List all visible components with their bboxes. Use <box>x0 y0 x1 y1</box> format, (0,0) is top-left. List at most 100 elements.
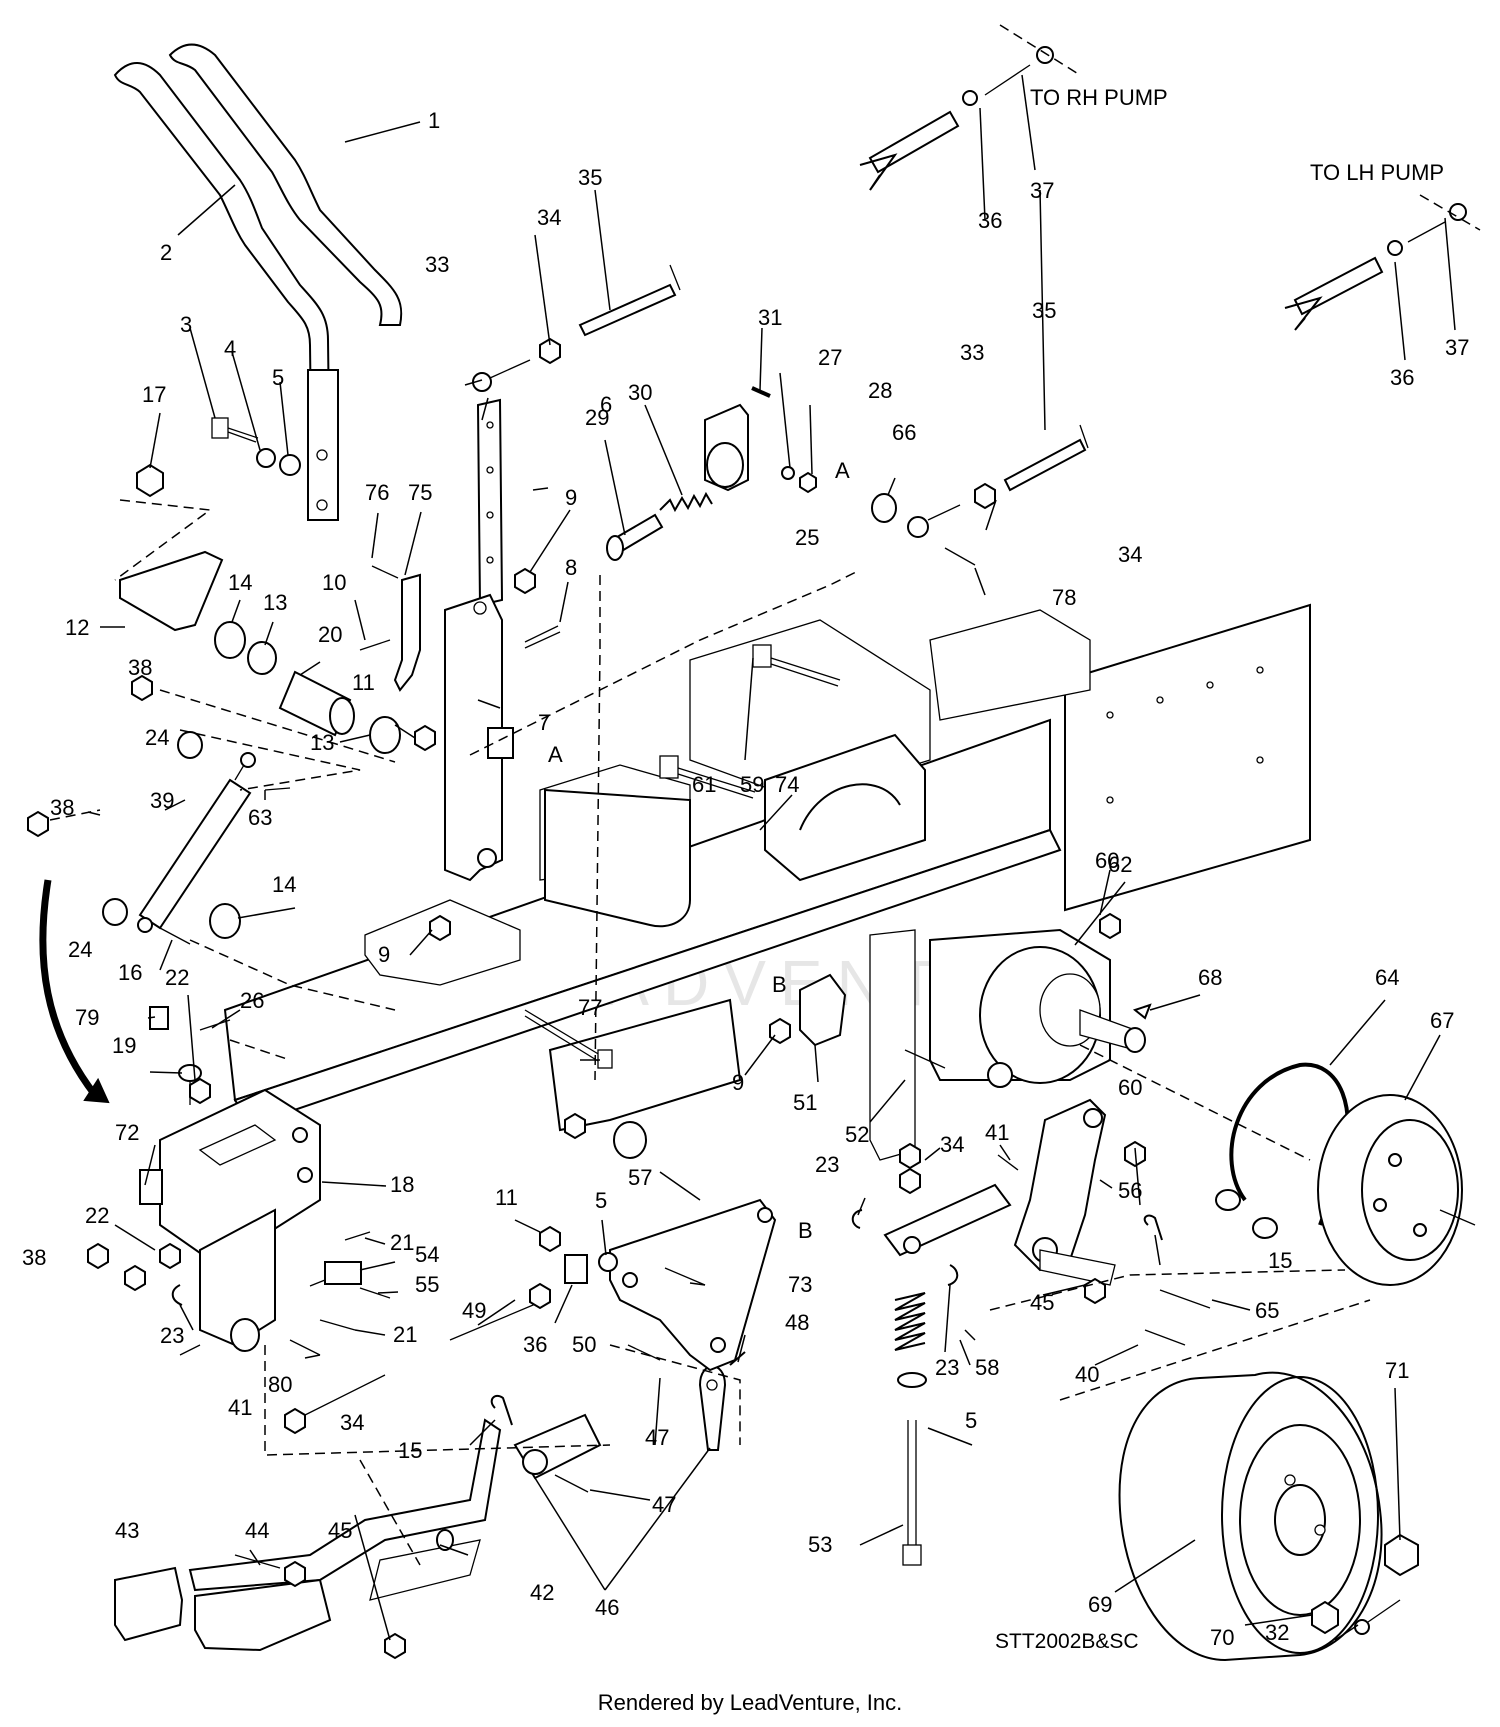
callout-73: 73 <box>788 1272 812 1297</box>
nut-38-top <box>131 674 153 702</box>
callout-22a: 22 <box>165 965 189 990</box>
callout-23b: 23 <box>815 1152 839 1177</box>
callout-52: 52 <box>845 1122 869 1147</box>
callout-12: 12 <box>65 615 89 640</box>
callout-76: 76 <box>365 480 389 505</box>
callout-36b: 36 <box>1390 365 1414 390</box>
main-frame <box>223 603 1311 1127</box>
callout-78: 78 <box>1052 585 1076 610</box>
callout-31: 31 <box>758 305 782 330</box>
nut-frame <box>564 1112 586 1140</box>
callout-21a: 21 <box>390 1230 414 1255</box>
callout-26: 26 <box>240 988 264 1013</box>
callout-9c: 9 <box>732 1070 744 1095</box>
plate-75 <box>393 573 421 692</box>
guide-line-13 <box>229 1039 291 1061</box>
brake-arm-56 <box>1013 1098 1116 1286</box>
rod-end-33-right <box>907 504 961 538</box>
guide-line-3 <box>469 569 861 756</box>
callout-67: 67 <box>1430 1008 1454 1033</box>
pivot-boss-lower <box>230 1318 260 1352</box>
callout-14b: 14 <box>272 872 296 897</box>
guide-line-10 <box>1079 1044 1311 1161</box>
bolt-8 <box>524 625 561 649</box>
spacer-66 <box>871 493 897 523</box>
callout-56: 56 <box>1118 1178 1142 1203</box>
nut-28 <box>799 471 817 494</box>
bushing-13-top <box>247 641 277 675</box>
drawing-code: STT2002B&SC <box>995 1630 1139 1653</box>
callout-23a: 23 <box>160 1323 184 1348</box>
bolt-3 <box>211 417 259 443</box>
callout-35b: 35 <box>1032 298 1056 323</box>
callout-21b: 21 <box>393 1322 417 1347</box>
callout-45a: 45 <box>328 1518 352 1543</box>
bolt-65 <box>1159 1289 1211 1309</box>
guide-line-4 <box>594 575 601 1081</box>
nut-34-right-top <box>899 1142 921 1170</box>
callout-47a: 47 <box>645 1425 669 1450</box>
bracket-25 <box>704 403 749 492</box>
bolt-41-right <box>997 1154 1019 1171</box>
nut-9-lower <box>769 1017 791 1045</box>
callout-2: 2 <box>160 240 172 265</box>
bracket-left-of-gearbox <box>869 929 916 1161</box>
callout-27: 27 <box>818 345 842 370</box>
pin-50 <box>564 1254 588 1284</box>
nut-34-right <box>974 482 996 510</box>
bolt-21-bottom <box>319 1319 356 1331</box>
callout-39: 39 <box>150 788 174 813</box>
callout-70: 70 <box>1210 1625 1234 1650</box>
bolt-63 <box>264 787 291 791</box>
bolt-77 <box>524 1009 613 1069</box>
ring-23-bottom <box>947 1264 959 1286</box>
link-plate-57 <box>609 1198 777 1372</box>
callout-17: 17 <box>142 382 166 407</box>
pedal-mount-18 <box>159 1088 321 1262</box>
callout-38a: 38 <box>128 655 152 680</box>
callout-51: 51 <box>793 1090 817 1115</box>
callout-19: 19 <box>112 1033 136 1058</box>
label-to-rh-pump: TO RH PUMP <box>1030 85 1168 110</box>
callout-11b: 11 <box>495 1185 518 1210</box>
leader-lines <box>87 74 1456 1641</box>
nut-22-top <box>189 1077 211 1105</box>
callout-60b: 60 <box>1118 1075 1142 1100</box>
ref-letter-b-top: B <box>772 972 787 997</box>
nut-9-top <box>514 567 536 595</box>
rotation-arrow <box>39 879 98 1098</box>
callout-32: 32 <box>1265 1620 1289 1645</box>
bracket-51 <box>799 973 847 1047</box>
gusset-plate <box>548 998 742 1132</box>
rod-34-lower <box>304 1374 386 1416</box>
callout-11a: 11 <box>352 670 375 695</box>
nut-38-bottom <box>87 1242 109 1270</box>
rotation-arrow-head <box>83 1077 110 1104</box>
spring-30 <box>659 491 713 513</box>
nut-22-lower <box>124 1264 146 1292</box>
guide-line-1 <box>114 499 212 581</box>
callout-22b: 22 <box>85 1203 109 1228</box>
callout-50: 50 <box>572 1332 596 1357</box>
pin-47-mid <box>627 1344 661 1361</box>
callout-29: 29 <box>585 405 609 430</box>
callout-80: 80 <box>268 1372 292 1397</box>
bushing-24-bottom <box>102 898 128 926</box>
callout-23c: 23 <box>935 1355 959 1380</box>
bolt-10 <box>359 639 391 651</box>
callout-8: 8 <box>565 555 577 580</box>
cotter-pin-15-right <box>1143 1214 1163 1241</box>
callout-36a: 36 <box>978 208 1002 233</box>
control-handle-right <box>168 43 403 326</box>
callout-14a: 14 <box>228 570 252 595</box>
pivot-boss-left <box>613 1121 647 1159</box>
callout-37b: 37 <box>1445 335 1469 360</box>
callout-79: 79 <box>75 1005 99 1030</box>
washer-4 <box>256 448 276 468</box>
callout-34c: 34 <box>940 1132 964 1157</box>
bushing-13-bottom <box>369 716 401 754</box>
label-to-lh-pump: TO LH PUMP <box>1310 160 1444 185</box>
callout-5b: 5 <box>595 1188 607 1213</box>
lh-pump-rod <box>1284 203 1467 331</box>
